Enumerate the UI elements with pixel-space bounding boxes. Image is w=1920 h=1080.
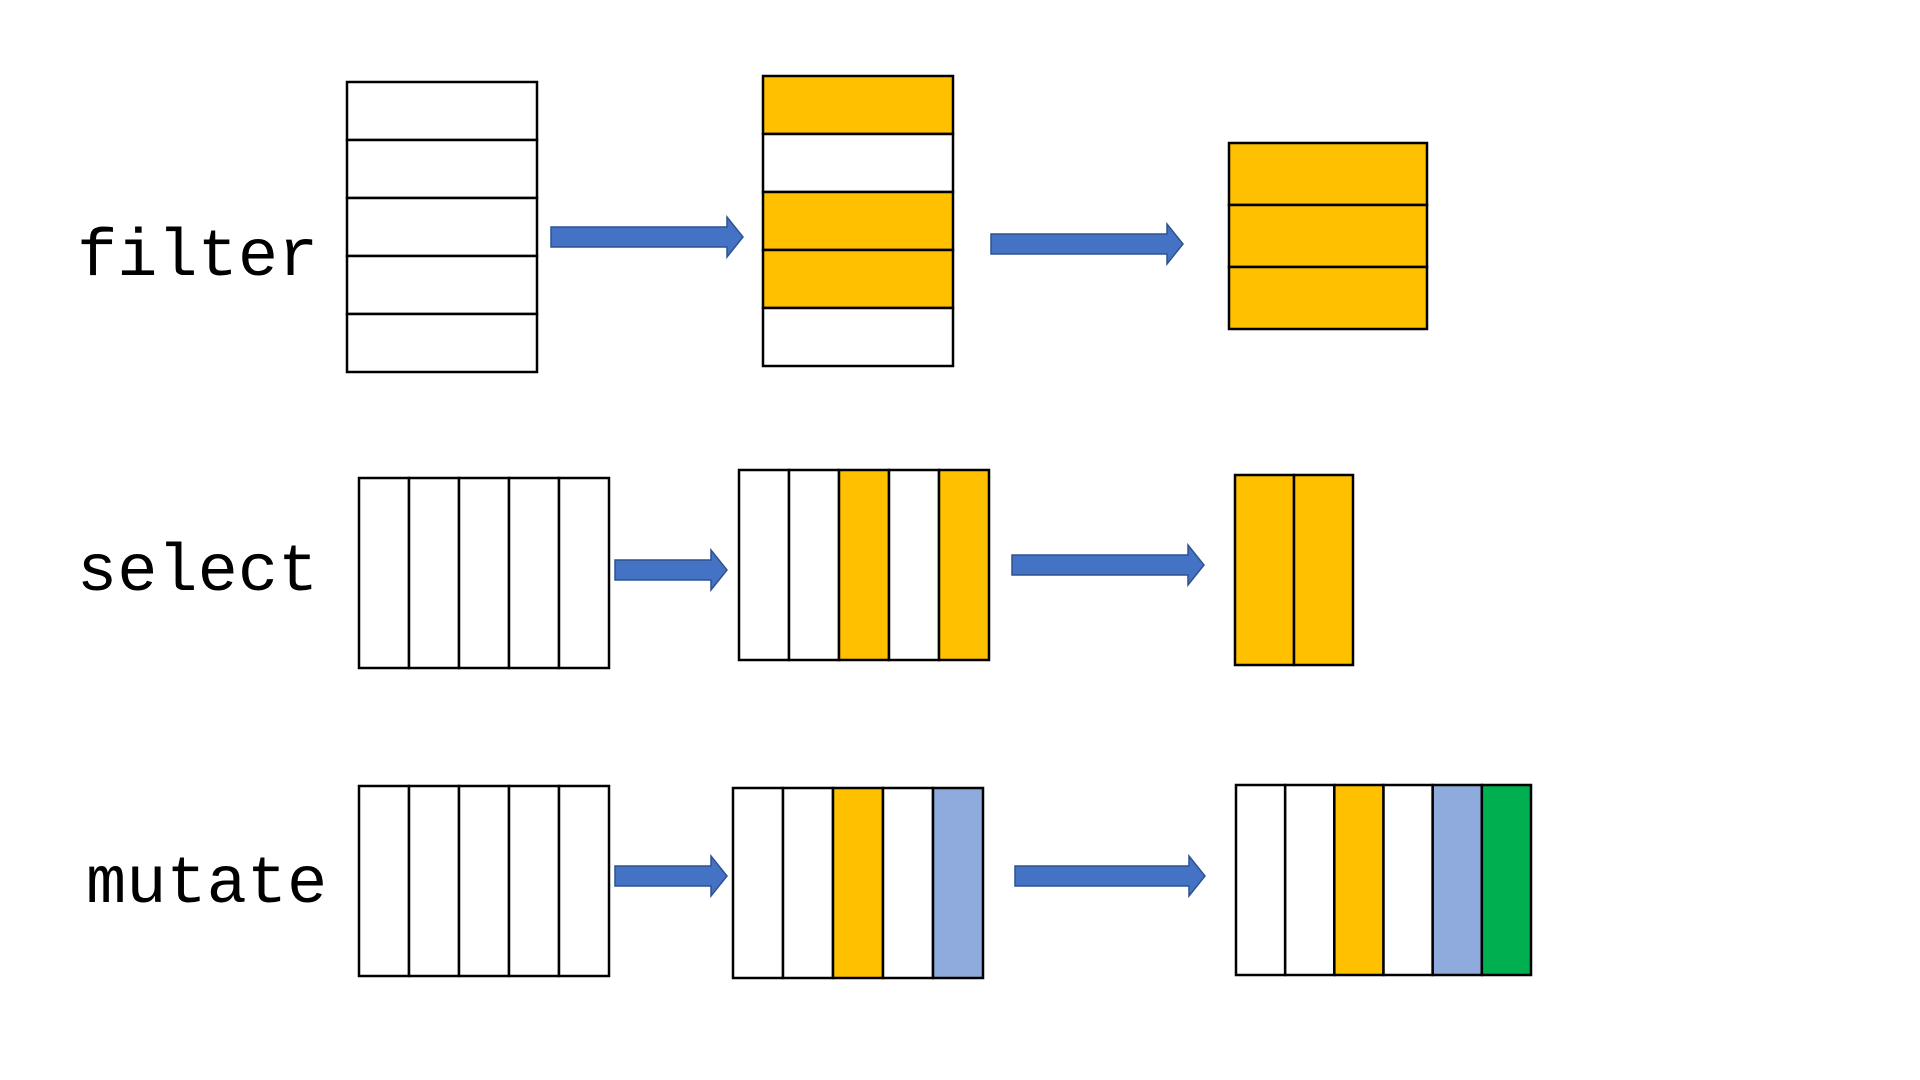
table-column-cell: [831, 786, 885, 980]
table-column-cell: [557, 784, 611, 978]
table-column-cell: [1333, 783, 1385, 977]
table-column-cell: [1233, 473, 1296, 667]
table-column-cell: [457, 476, 511, 670]
table-row-cell: [761, 248, 955, 310]
table-column-cell: [1283, 783, 1336, 977]
select-arrow-2: [1011, 542, 1205, 588]
filter-marked-table: [761, 74, 955, 368]
filter-arrow-1: [550, 214, 744, 260]
select-output-table: [1233, 473, 1355, 667]
row-mutate: mutate: [86, 783, 1533, 980]
table-row-cell: [1227, 141, 1429, 207]
mutate-output-table: [1234, 783, 1533, 977]
table-column-cell: [507, 476, 561, 670]
mutate-label: mutate: [86, 847, 327, 923]
table-row-cell: [345, 138, 539, 200]
table-row-cell: [761, 74, 955, 136]
table-column-cell: [937, 468, 991, 662]
table-column-cell: [407, 784, 461, 978]
filter-input-table: [345, 80, 539, 374]
mutate-arrow-1: [614, 853, 728, 899]
row-filter: filter: [77, 74, 1429, 374]
table-column-cell: [457, 784, 511, 978]
table-row-cell: [761, 132, 955, 194]
select-arrow-1: [614, 547, 728, 593]
table-column-cell: [1234, 783, 1287, 977]
table-column-cell: [357, 476, 411, 670]
select-label: select: [77, 535, 318, 611]
table-row-cell: [345, 80, 539, 142]
table-column-cell: [1292, 473, 1355, 667]
row-select: select: [77, 468, 1355, 670]
filter-label: filter: [77, 220, 318, 296]
select-input-table: [357, 476, 611, 670]
table-column-cell: [1480, 783, 1533, 977]
mutate-arrow-2: [1014, 853, 1206, 899]
table-row-cell: [345, 254, 539, 316]
mutate-marked-table: [731, 786, 985, 980]
table-column-cell: [887, 468, 941, 662]
table-column-cell: [787, 468, 841, 662]
table-column-cell: [557, 476, 611, 670]
table-column-cell: [357, 784, 411, 978]
table-column-cell: [737, 468, 791, 662]
table-column-cell: [781, 786, 835, 980]
table-row-cell: [761, 190, 955, 252]
table-column-cell: [931, 786, 985, 980]
table-row-cell: [345, 312, 539, 374]
table-column-cell: [1431, 783, 1484, 977]
table-row-cell: [345, 196, 539, 258]
select-marked-table: [737, 468, 991, 662]
mutate-input-table: [357, 784, 611, 978]
table-column-cell: [407, 476, 461, 670]
table-column-cell: [837, 468, 891, 662]
filter-output-table: [1227, 141, 1429, 331]
table-column-cell: [881, 786, 935, 980]
table-row-cell: [761, 306, 955, 368]
filter-arrow-2: [990, 221, 1184, 267]
table-column-cell: [507, 784, 561, 978]
table-column-cell: [1382, 783, 1434, 977]
table-row-cell: [1227, 265, 1429, 331]
table-column-cell: [731, 786, 785, 980]
table-row-cell: [1227, 203, 1429, 269]
